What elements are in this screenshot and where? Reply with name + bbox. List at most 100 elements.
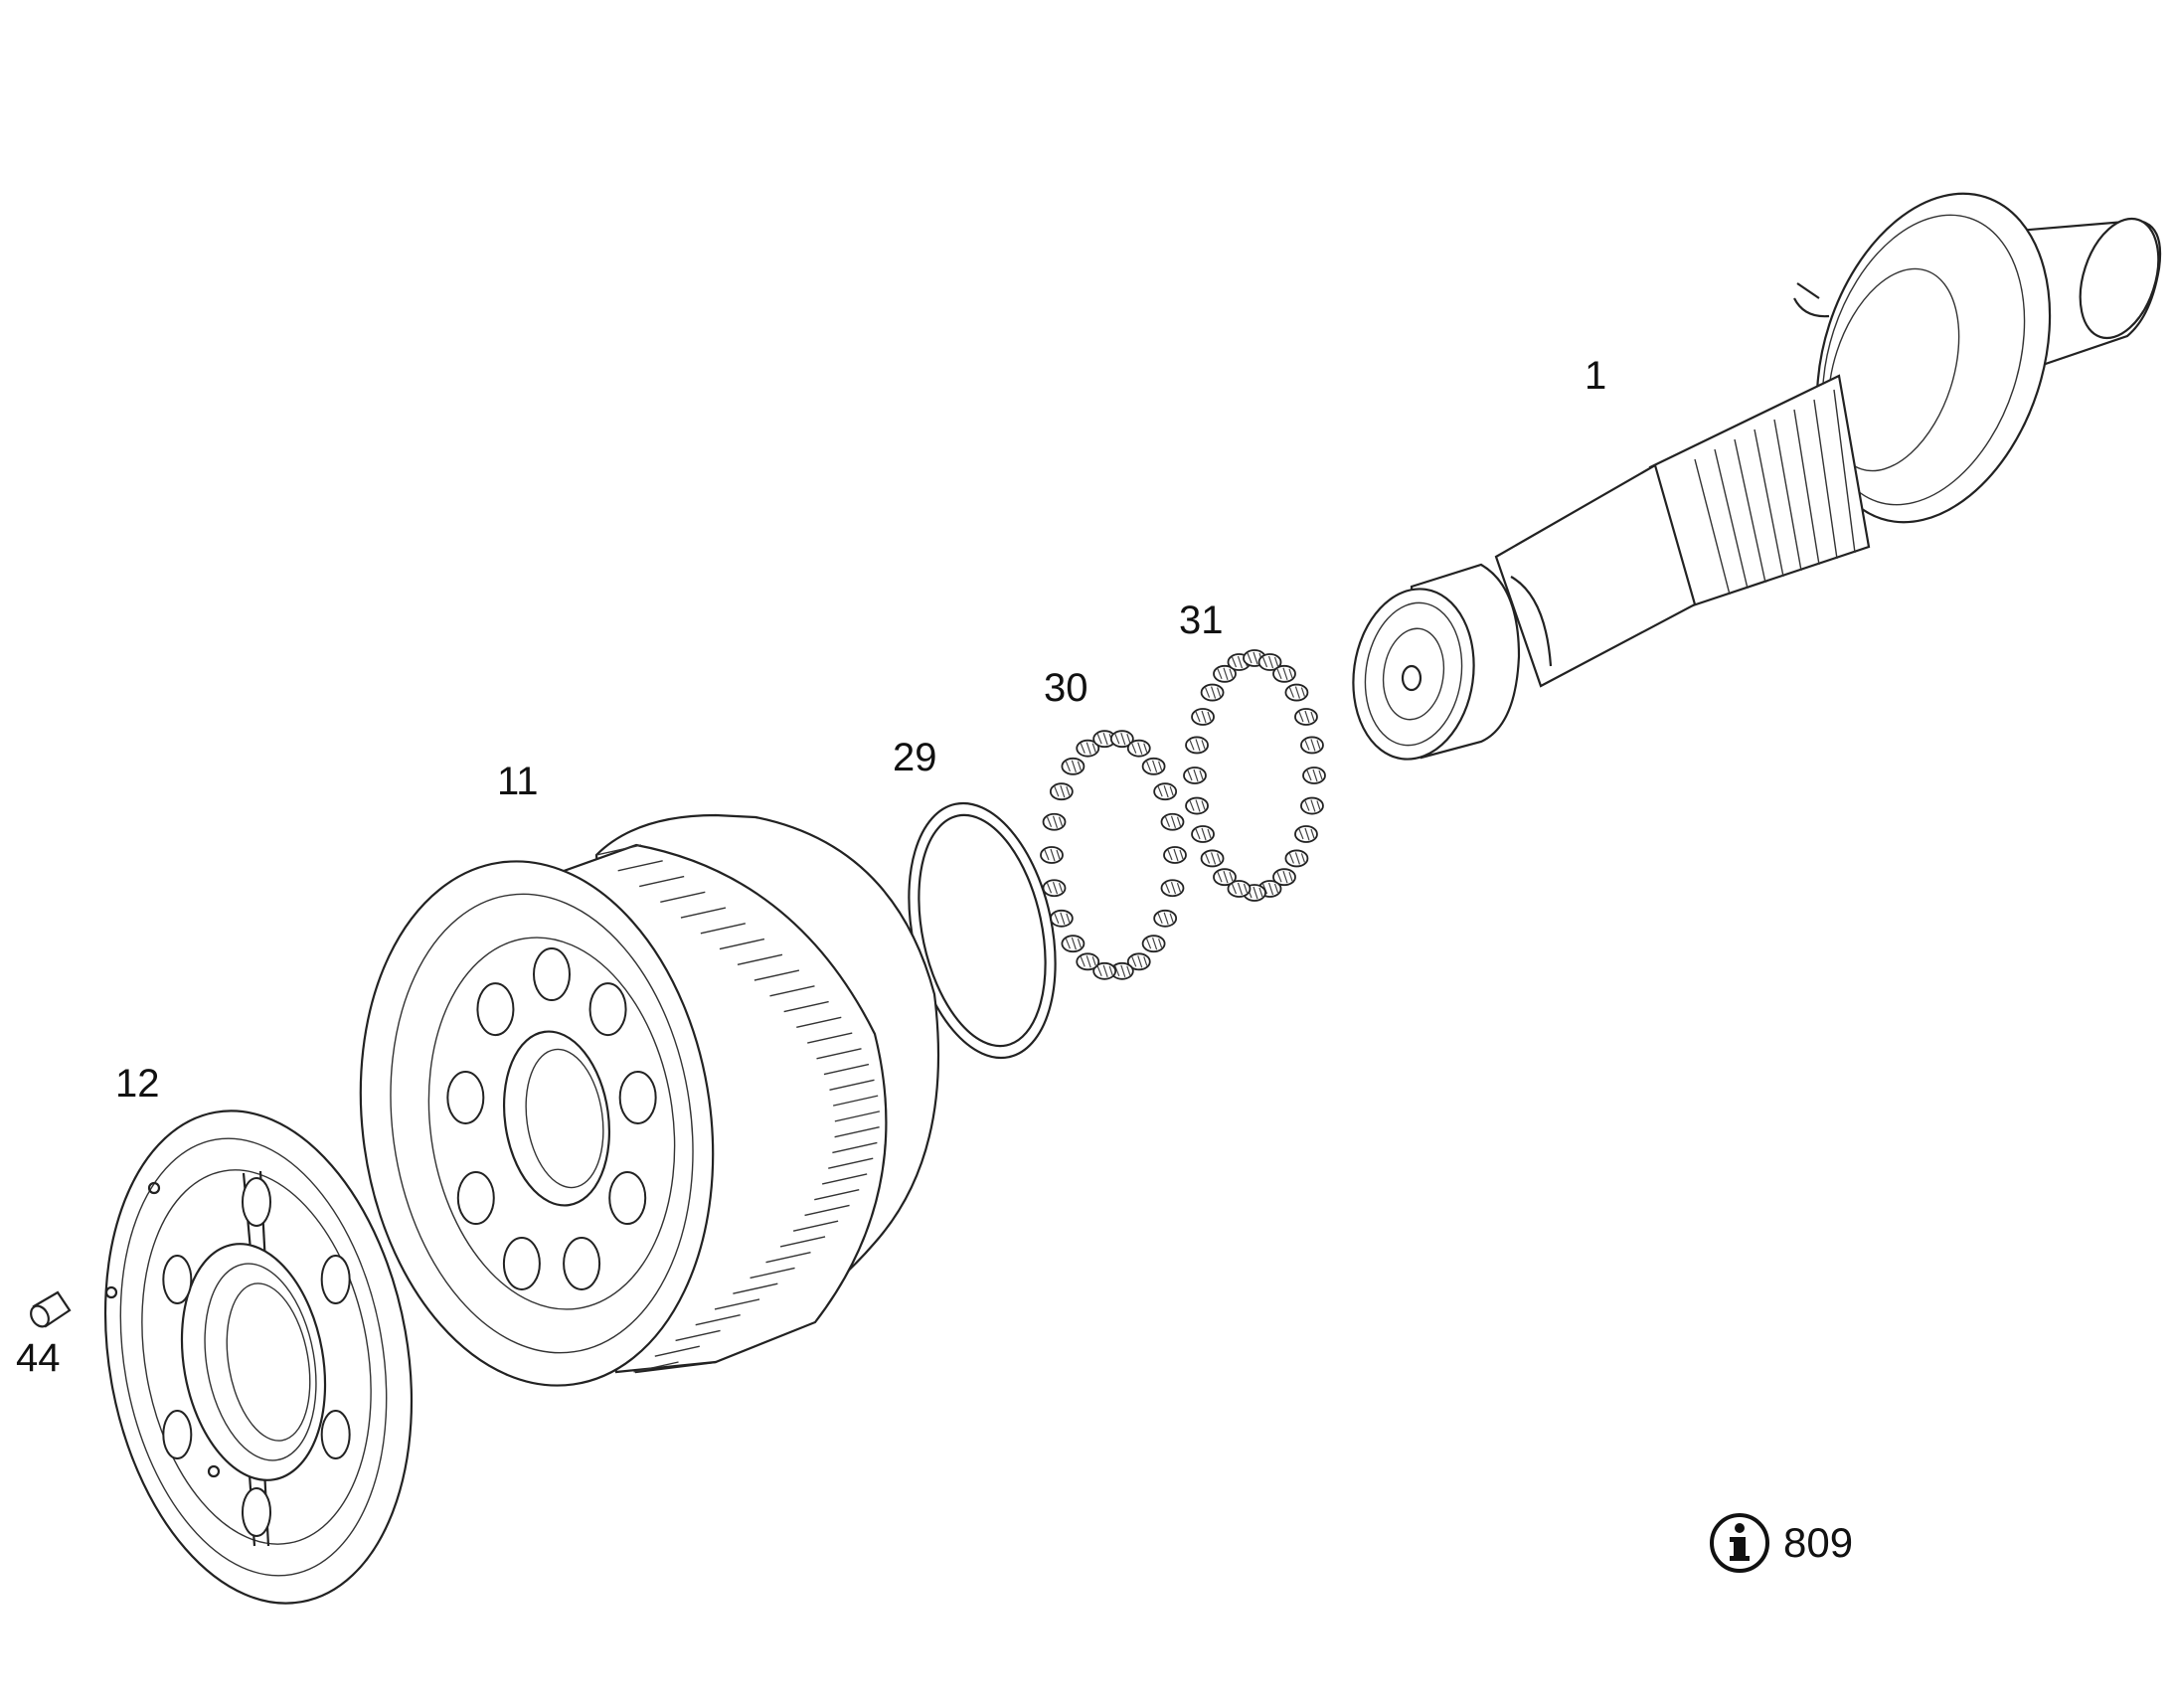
spring-coil xyxy=(1061,935,1086,953)
gear-tooth xyxy=(814,1188,860,1201)
spring-coil xyxy=(1126,739,1151,758)
spring-coil xyxy=(1300,796,1324,815)
gear-tooth xyxy=(828,1157,874,1169)
gear-tooth xyxy=(660,891,706,903)
spring-coil xyxy=(1160,879,1185,898)
flange-port xyxy=(162,1410,193,1459)
gear-tooth xyxy=(733,1282,778,1294)
gear-tooth xyxy=(617,860,663,872)
gear-tooth xyxy=(714,1298,760,1310)
spring-coil xyxy=(1153,909,1178,928)
spring-coil xyxy=(1294,708,1318,726)
spring-coil xyxy=(1272,868,1296,887)
spring-coil xyxy=(1191,825,1215,843)
gear-tooth xyxy=(779,1236,826,1248)
gear-tooth xyxy=(750,1267,795,1280)
piston-bore xyxy=(563,1236,601,1290)
gear-tooth xyxy=(816,1048,862,1060)
gear-tooth xyxy=(832,1141,878,1154)
spring-coil xyxy=(1042,879,1067,898)
gear-tooth xyxy=(753,969,800,981)
gear-tooth xyxy=(807,1032,853,1044)
spring-set-30 xyxy=(1040,730,1187,980)
spring-coil xyxy=(1040,846,1064,864)
spring-coil xyxy=(1302,767,1326,784)
gear-tooth xyxy=(833,1095,879,1107)
gear-tooth xyxy=(595,844,642,856)
spring-coil xyxy=(1227,880,1252,898)
gear-tooth xyxy=(719,938,765,950)
gear-tooth xyxy=(633,1361,679,1373)
spring-coil xyxy=(1257,653,1282,671)
callout-30: 30 xyxy=(1044,666,1088,710)
pin-part xyxy=(30,1290,72,1328)
gear-tooth xyxy=(639,875,685,888)
piston-bore xyxy=(608,1171,647,1225)
piston-bore xyxy=(618,1070,657,1124)
gear-tooth xyxy=(680,907,727,919)
gear-tooth xyxy=(804,1204,850,1217)
gear-tooth xyxy=(834,1125,880,1138)
spring-coil xyxy=(1049,909,1074,928)
spring-coil xyxy=(1076,952,1100,971)
gear-tooth xyxy=(823,1063,870,1076)
gear-tooth xyxy=(796,1016,842,1029)
callout-12: 12 xyxy=(115,1062,160,1106)
spring-coil xyxy=(1049,782,1074,801)
gear-tooth xyxy=(829,1079,875,1092)
spring-coil xyxy=(1185,736,1209,755)
flange-part xyxy=(103,1110,414,1605)
spring-coil xyxy=(1163,846,1187,864)
spring-coil xyxy=(1092,961,1117,980)
spring-coil xyxy=(1183,767,1207,784)
piston-bore xyxy=(476,982,515,1037)
gear-tooth xyxy=(822,1173,868,1185)
gear-tooth xyxy=(654,1345,700,1357)
spring-coil xyxy=(1042,812,1067,831)
piston-bore xyxy=(456,1171,495,1225)
flange-port xyxy=(320,1255,351,1304)
piston-bore xyxy=(446,1070,485,1124)
flange-port xyxy=(320,1410,351,1459)
spring-coil xyxy=(1213,868,1237,887)
spring-coil xyxy=(1061,757,1086,775)
gear-tooth xyxy=(769,985,815,997)
spring-coil xyxy=(1284,683,1309,702)
gear-tooth xyxy=(792,1220,839,1232)
drum-part xyxy=(359,813,940,1387)
spring-coil xyxy=(1191,708,1215,726)
flange-port xyxy=(162,1255,193,1304)
shaft-part xyxy=(1352,192,2162,761)
flange-port xyxy=(242,1177,271,1227)
info-reference: 809 xyxy=(1708,1511,1853,1575)
spring-coil xyxy=(1185,796,1209,815)
piston-bore xyxy=(533,947,571,1001)
info-reference-number: 809 xyxy=(1783,1519,1854,1566)
spring-coil xyxy=(1200,683,1225,702)
gear-tooth xyxy=(834,1110,881,1122)
info-icon xyxy=(1710,1513,1769,1573)
gear-tooth xyxy=(765,1252,811,1264)
spring-coil xyxy=(1300,736,1324,755)
gear-tooth xyxy=(700,923,747,935)
piston-bore xyxy=(502,1236,541,1290)
gear-tooth xyxy=(783,1000,829,1013)
callout-1: 1 xyxy=(1585,354,1607,398)
flange-port xyxy=(242,1487,271,1537)
gear-tooth xyxy=(675,1329,721,1342)
spring-coil xyxy=(1141,935,1166,953)
spring-coil xyxy=(1213,664,1237,683)
piston-bore xyxy=(588,982,627,1037)
spring-set-31 xyxy=(1183,649,1326,902)
spring-coil xyxy=(1076,739,1100,758)
spring-coil xyxy=(1141,757,1166,775)
spring-coil xyxy=(1160,812,1185,831)
callout-44: 44 xyxy=(16,1336,61,1380)
spring-coil xyxy=(1153,782,1178,801)
callout-31: 31 xyxy=(1179,598,1224,642)
spring-coil xyxy=(1272,664,1296,683)
spring-coil xyxy=(1200,849,1225,868)
spring-coil xyxy=(1284,849,1309,868)
